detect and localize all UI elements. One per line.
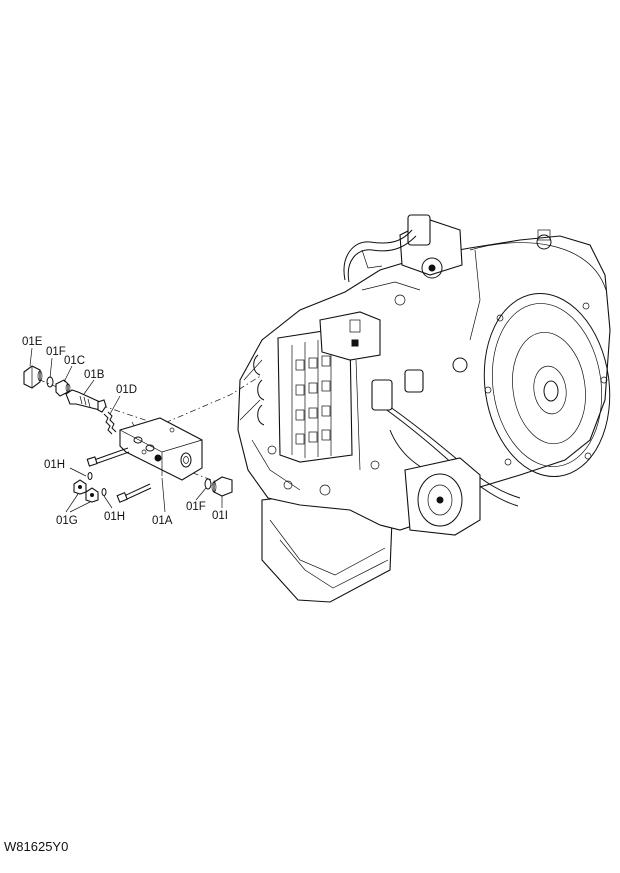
- part-01e-plug: [23, 365, 43, 389]
- part-01b-valve-cartridge: [65, 389, 107, 413]
- transmission-assembly: [237, 214, 611, 603]
- part-01g-plugs: [73, 479, 99, 503]
- label-01h-left: 01H: [44, 459, 65, 471]
- part-labels: 01E 01F 01C 01B 01D 01H 01G 01H 01A 01F …: [22, 336, 228, 527]
- label-01d: 01D: [116, 384, 137, 396]
- label-01b: 01B: [84, 369, 105, 381]
- part-01h-bolt-lower: [116, 483, 152, 503]
- label-01g: 01G: [56, 515, 78, 527]
- part-01i-plug: [211, 476, 233, 497]
- figure-id: W81625Y0: [4, 839, 68, 854]
- part-01f-oring-top: [46, 376, 54, 388]
- part-01f-oring-bottom: [204, 478, 212, 490]
- label-01c: 01C: [64, 355, 85, 367]
- label-01a: 01A: [152, 515, 173, 527]
- label-01f-bottom: 01F: [186, 501, 206, 513]
- label-01f-top: 01F: [46, 346, 66, 358]
- part-01d-spring: [103, 411, 117, 435]
- label-01i: 01I: [212, 510, 228, 522]
- part-01c-fitting: [55, 379, 71, 397]
- leader-lines: [29, 347, 223, 513]
- exploded-parts: [23, 365, 263, 503]
- part-01a-valve-block: [119, 417, 203, 481]
- label-01h-bottom: 01H: [104, 511, 125, 523]
- label-01e: 01E: [22, 336, 43, 348]
- part-01h-bolt-upper: [86, 447, 130, 467]
